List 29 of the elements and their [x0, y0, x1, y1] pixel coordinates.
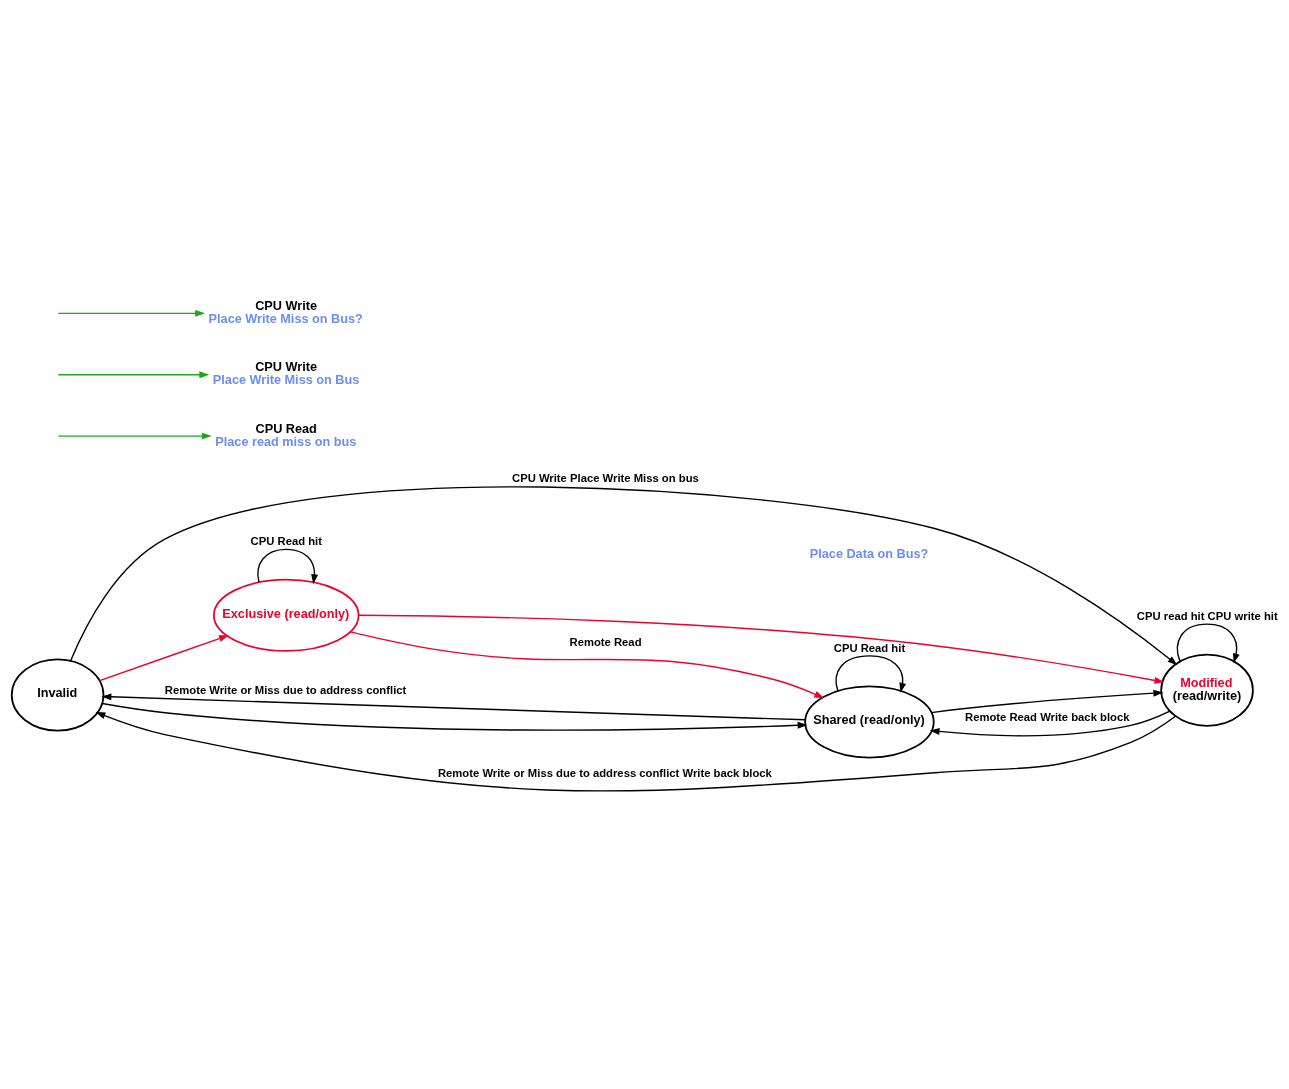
arrow — [930, 689, 1164, 714]
edge-label: CPU Read hit — [833, 641, 906, 654]
node-ellipse: Shared (read/only) — [804, 685, 935, 759]
node-text: CPU Write Place Write Miss on Bus? — [208, 299, 363, 326]
arrow — [1176, 623, 1240, 664]
arrow — [101, 702, 808, 731]
arrow — [835, 655, 907, 693]
label: Place Data on Bus? — [809, 547, 929, 562]
edge-label: CPU Write Place Write Miss on bus — [512, 471, 699, 484]
node-text: CPU Write Place Write Miss on Bus — [212, 360, 360, 388]
edge-label: Remote Write or Miss due to address conflict Write back block — [437, 766, 772, 779]
arrow — [99, 635, 229, 682]
edge-label: Remote Read Write back block — [965, 711, 1130, 724]
edge-label: Remote Read — [569, 635, 642, 648]
edge-label: CPU read hit CPU write hit — [1136, 609, 1278, 622]
arrow — [929, 710, 1171, 737]
arrow — [69, 486, 1178, 666]
edge-label: Remote Write or Miss due to address conflict — [164, 684, 407, 697]
arrow — [57, 309, 206, 317]
arrow — [57, 371, 210, 379]
node-text: CPU Read Place read miss on bus — [215, 421, 357, 449]
node-ellipse: Exclusive (read/only) — [213, 578, 360, 652]
arrow — [349, 631, 825, 699]
arrow — [101, 693, 806, 721]
arrow — [57, 432, 212, 440]
edge-label: CPU Read hit — [250, 535, 322, 547]
arrow — [257, 548, 319, 585]
arrow — [95, 711, 1177, 792]
arrow — [357, 614, 1165, 684]
